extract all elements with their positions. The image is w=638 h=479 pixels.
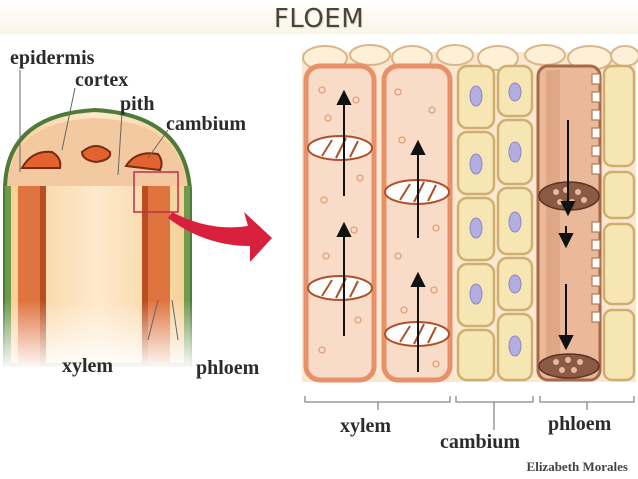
tissue-brackets xyxy=(304,396,635,430)
leader-line xyxy=(171,299,179,341)
label-epidermis: epidermis xyxy=(10,47,95,69)
label-cortex: cortex xyxy=(75,69,129,91)
zoom-arrow xyxy=(168,212,272,262)
cambium-cells xyxy=(456,64,534,382)
vascular-bundle xyxy=(80,145,112,164)
label-phloem-stem: phloem xyxy=(196,357,260,379)
leader-line xyxy=(147,129,169,159)
vascular-strand xyxy=(142,186,148,366)
vascular-bundle xyxy=(124,152,163,172)
leader-line xyxy=(117,111,123,176)
epidermis-strand xyxy=(5,186,11,366)
title-band xyxy=(0,0,638,34)
stem-fade xyxy=(0,300,195,370)
author-credit: Elizabeth Morales xyxy=(526,459,628,474)
label-phloem-tissue: phloem xyxy=(548,413,612,435)
zoom-box xyxy=(133,171,179,213)
companion-cell-strip xyxy=(591,73,601,323)
epidermis-strand xyxy=(184,186,190,366)
label-xylem-tissue: xylem xyxy=(340,415,392,437)
label-pith: pith xyxy=(120,93,155,115)
leader-line xyxy=(61,87,76,151)
label-cambium-stem: cambium xyxy=(166,113,246,135)
vascular-bundle xyxy=(20,150,62,169)
label-cambium-tissue: cambium xyxy=(440,431,520,453)
leader-line xyxy=(147,299,159,341)
tissue-section xyxy=(302,44,638,430)
vascular-strand xyxy=(40,186,46,366)
companion-cells xyxy=(602,64,636,382)
xylem-vessels xyxy=(303,63,453,383)
phloem-sieve-tubes xyxy=(536,64,602,382)
stem-section xyxy=(0,70,195,370)
page-title: FLOEM xyxy=(273,4,365,34)
label-xylem-stem: xylem xyxy=(62,355,114,377)
